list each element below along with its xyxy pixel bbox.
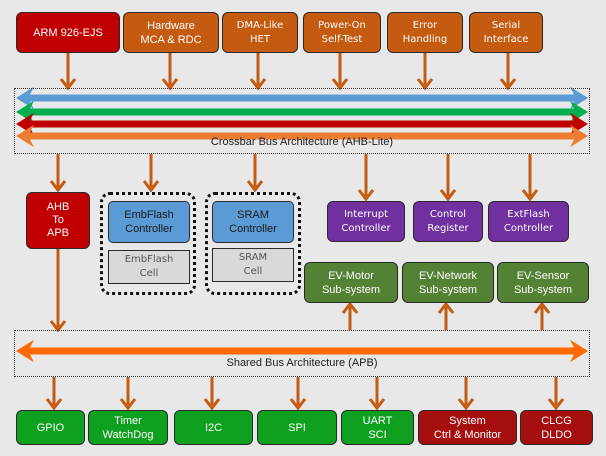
interrupt-controller-block[interactable]: Interrupt Controller bbox=[327, 201, 405, 242]
ev-sensor-subsystem-block[interactable]: EV-Sensor Sub-system bbox=[497, 262, 589, 303]
arrow-shared-bus-to-spi-arrowhead bbox=[289, 398, 307, 411]
embflash-controller-block[interactable]: EmbFlash Controller bbox=[108, 201, 190, 243]
shared-bus-label: Shared Bus Architecture (APB) bbox=[226, 357, 378, 369]
dma-like-het-block[interactable]: DMA-Like HET bbox=[222, 12, 298, 53]
crossbar-lane-red bbox=[16, 112, 588, 136]
system-ctrl-monitor-block[interactable]: System Ctrl & Monitor bbox=[418, 410, 517, 445]
arrow-crossbar-to-embflash-arrowhead bbox=[142, 180, 160, 193]
arrow-shared-bus-to-uart-arrowhead bbox=[368, 398, 386, 411]
power-on-self-test-block[interactable]: Power-On Self-Test bbox=[303, 12, 381, 53]
extflash-controller-block[interactable]: ExtFlash Controller bbox=[488, 201, 569, 242]
sram-controller-block[interactable]: SRAM Controller bbox=[212, 201, 294, 243]
crossbar-bus-frame: Crossbar Bus Architecture (AHB-Lite) bbox=[14, 88, 590, 154]
arrow-shared-bus-to-ev-sensor-arrowhead bbox=[533, 301, 551, 314]
error-handling-block[interactable]: Error Handling bbox=[387, 12, 463, 53]
arrow-crossbar-to-interrupt-arrowhead bbox=[357, 189, 375, 202]
uart-sci-block[interactable]: UART SCI bbox=[341, 410, 414, 445]
ahb-to-apb-bridge[interactable]: AHB To APB bbox=[26, 192, 90, 249]
arrow-crossbar-to-extflash-arrowhead bbox=[521, 189, 539, 202]
embflash-cell-block[interactable]: EmbFlash Cell bbox=[108, 250, 190, 284]
hardware-mca-rdc-block[interactable]: Hardware MCA & RDC bbox=[123, 12, 219, 53]
arrow-shared-bus-to-timer-arrowhead bbox=[119, 398, 137, 411]
sram-group bbox=[205, 192, 301, 295]
arrow-shared-bus-to-gpio-arrowhead bbox=[45, 398, 63, 411]
arrow-crossbar-to-sram-arrowhead bbox=[246, 180, 264, 193]
arrow-shared-bus-to-ev-network-arrowhead bbox=[437, 301, 455, 314]
arrow-crossbar-to-bridge-arrowhead bbox=[49, 180, 67, 193]
control-register-block[interactable]: Control Register bbox=[413, 201, 483, 242]
crossbar-lane-orange bbox=[16, 124, 588, 148]
serial-interface-block[interactable]: Serial Interface bbox=[469, 12, 543, 53]
shared-bus-lane bbox=[16, 339, 588, 363]
ev-motor-subsystem-block[interactable]: EV-Motor Sub-system bbox=[304, 262, 398, 303]
arrow-shared-bus-to-system-arrowhead bbox=[457, 398, 475, 411]
sram-cell-block[interactable]: SRAM Cell bbox=[212, 248, 294, 282]
arm-926-ejs-block[interactable]: ARM 926-EJS bbox=[16, 12, 120, 53]
spi-block[interactable]: SPI bbox=[257, 410, 337, 445]
shared-bus-frame: Shared Bus Architecture (APB) bbox=[14, 330, 590, 377]
clcg-dldo-block[interactable]: CLCG DLDO bbox=[520, 410, 593, 445]
gpio-block[interactable]: GPIO bbox=[16, 410, 85, 445]
crossbar-lane-blue bbox=[16, 86, 588, 110]
crossbar-lane-green bbox=[16, 100, 588, 124]
arrow-crossbar-to-control-arrowhead bbox=[439, 189, 457, 202]
arrow-shared-bus-to-i2c-arrowhead bbox=[203, 398, 221, 411]
arrow-shared-bus-to-ev-motor-arrowhead bbox=[341, 301, 359, 314]
embflash-group bbox=[100, 192, 196, 295]
i2c-block[interactable]: I2C bbox=[174, 410, 253, 445]
timer-watchdog-block[interactable]: Timer WatchDog bbox=[88, 410, 168, 445]
arrow-shared-bus-to-clcg-arrowhead bbox=[547, 398, 565, 411]
ev-network-subsystem-block[interactable]: EV-Network Sub-system bbox=[402, 262, 494, 303]
crossbar-bus-label: Crossbar Bus Architecture (AHB-Lite) bbox=[210, 136, 394, 148]
